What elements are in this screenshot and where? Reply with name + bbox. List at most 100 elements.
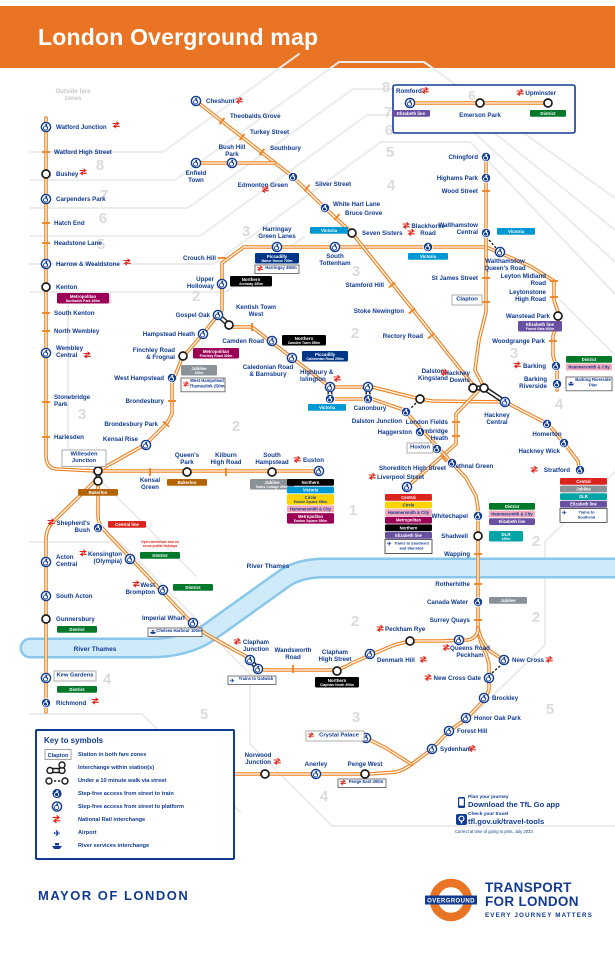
line-chip-victoria: Victoria [308,404,346,411]
svg-text:Heath: Heath [431,435,448,442]
svg-text:Bushey: Bushey [56,171,79,178]
station-gunnersbury: Gunnersbury [41,614,95,624]
svg-text:Elizabeth line: Elizabeth line [499,519,526,524]
svg-text:Elizabeth line: Elizabeth line [397,111,426,116]
go-small-label: Plan your journey [468,795,509,800]
line-chip-bakerloo: Bakerloo [78,489,118,496]
svg-text:Harrow & Wealdstone: Harrow & Wealdstone [56,261,120,268]
svg-text:Elizabeth line: Elizabeth line [570,502,597,507]
zone-number-5: 5 [97,236,105,253]
svg-text:Richmond: Richmond [56,700,86,707]
svg-text:Manor House 700m: Manor House 700m [261,259,292,263]
station-forest-hill: Forest Hill [443,725,488,737]
svg-text:Shoreditch High Street: Shoreditch High Street [379,465,446,472]
walk-link [408,402,417,411]
line-chip-elizabeth-line: Elizabeth line [392,110,430,117]
go-main-label: tfl.gov.uk/travel-tools [468,817,545,826]
svg-text:Victoria: Victoria [303,488,319,493]
zone-number-5: 5 [200,706,208,723]
key-item-label: National Rail interchange [78,816,146,823]
svg-text:Jubilee: Jubilee [264,480,280,485]
svg-text:Kensington: Kensington [88,551,122,558]
svg-text:Finchley Road 400m: Finchley Road 400m [200,354,233,358]
station-headstone-lane: Headstone Lane [42,240,102,247]
key-item-step-free-access-from-street-to-platform: Step-free access from street to platform [44,800,226,813]
svg-text:Central: Central [457,229,479,236]
zone-number-7: 7 [100,187,108,204]
svg-text:Junction: Junction [72,458,97,464]
svg-text:Hatch End: Hatch End [54,220,85,227]
svg-text:Walthamstow: Walthamstow [485,258,525,265]
station-kenton: Kenton [41,282,78,292]
svg-text:District: District [540,111,556,116]
svg-text:Elizabeth line: Elizabeth line [395,533,422,538]
station-theobalds-grove: Theobalds Grove [218,113,281,125]
note-chelsea-harbour-100m: Chelsea Harbour 100m [147,627,203,638]
zone-number-7: 7 [384,104,392,121]
svg-text:Green: Green [141,484,159,491]
svg-text:Euston Square 350m: Euston Square 350m [294,519,328,523]
svg-text:Dalston Junction: Dalston Junction [352,418,402,425]
svg-text:Emerson Park: Emerson Park [459,112,501,119]
svg-text:Wandsworth: Wandsworth [275,647,312,654]
station-highbury-islington: Highbury &Islington [300,369,342,393]
svg-text:Southbury: Southbury [270,145,301,152]
svg-text:Islington: Islington [300,376,326,383]
zone-number-8: 8 [382,79,390,96]
svg-text:Park: Park [225,151,239,158]
station-rotherhithe: Rotherhithe [435,581,482,588]
zone-number-3: 3 [352,263,360,280]
svg-text:& Frognal: & Frognal [146,354,175,361]
svg-text:Pier: Pier [589,382,597,387]
station-turkey-street: Turkey Street [238,129,289,141]
overground-roundel-icon: OVERGROUND [425,878,477,922]
svg-text:Riverside: Riverside [519,383,547,390]
line-chip-district: District [57,686,97,693]
station-crouch-hill: Crouch Hill [183,255,226,262]
svg-text:Sydenham: Sydenham [440,746,472,753]
zone-number-3: 3 [352,709,360,726]
svg-text:Swiss Cottage 450m: Swiss Cottage 450m [256,485,289,489]
svg-text:West Hampstead: West Hampstead [114,375,164,382]
svg-text:Harringay 450m: Harringay 450m [265,265,297,270]
svg-text:Wapping: Wapping [444,551,470,558]
svg-text:South Acton: South Acton [56,593,93,600]
nr-icon [52,815,61,824]
svg-text:White Hart Lane: White Hart Lane [333,201,381,208]
svg-text:Northern: Northern [242,277,261,282]
svg-text:Peckham: Peckham [456,652,484,659]
key-item-airport: ✈Airport [44,826,226,839]
svg-text:Jubilee: Jubilee [500,598,516,603]
key-item-label: Step-free access from street to train [78,790,174,797]
svg-text:Tottenham: Tottenham [319,260,351,267]
note-crystal-palace: Crystal Palace [305,730,365,742]
note-hoxton: Hoxton [406,442,434,454]
svg-text:Liverpool Street: Liverpool Street [377,474,424,481]
station-watford-high-street: Watford High Street [42,149,112,156]
key-item-label: Station in both fare zones [78,751,147,758]
station-canonbury: Canonbury [354,381,387,412]
svg-text:West: West [249,311,264,318]
station-highams-park: Highams Park [437,172,491,183]
line-chip-district: District [173,584,213,591]
svg-text:North Wembley: North Wembley [54,328,100,335]
key-item-label: River services interchange [78,842,150,849]
zone-number-5: 5 [546,701,554,718]
title-bar: London Overground map [0,6,615,68]
sfp-icon [51,801,63,812]
zone-boundary-7 [29,541,615,827]
interchange-icon [46,761,66,774]
station-southbury: Southbury [258,145,301,156]
boat-icon [52,843,62,849]
svg-text:OVERGROUND: OVERGROUND [427,898,475,904]
svg-text:Stamford Hill: Stamford Hill [345,282,384,289]
svg-text:Central: Central [56,561,78,568]
station-new-cross-gate: New Cross Gate [424,672,495,684]
svg-text:Denmark Hill: Denmark Hill [377,657,415,664]
